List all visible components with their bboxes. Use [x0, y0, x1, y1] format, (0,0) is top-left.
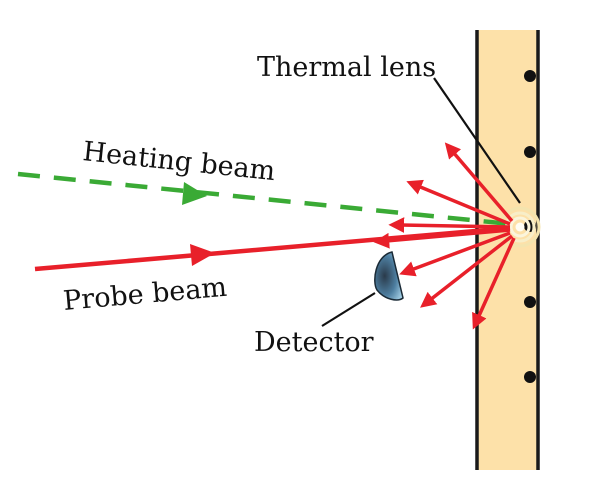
scattered-ray [444, 142, 514, 223]
absorber-dot [524, 371, 536, 383]
scattered-ray [373, 228, 511, 249]
scattered-ray [420, 234, 514, 308]
lens-ring [509, 216, 531, 238]
scattered-rays [373, 142, 516, 330]
probe-beam-arrowhead [190, 244, 215, 266]
scattered-ray [388, 217, 511, 233]
scattered-ray [406, 179, 511, 226]
absorber-dot [524, 296, 536, 308]
absorber-dot [524, 70, 536, 82]
heating-beam [17, 171, 511, 227]
lens-ring [515, 222, 525, 232]
thermal-lens-leader [433, 77, 521, 204]
thermal-lens-label: Thermal lens [257, 52, 436, 83]
scattered-ray [399, 231, 511, 277]
absorber-dot [524, 146, 536, 158]
probe-beam [34, 225, 511, 272]
heating-beam-arrowhead [182, 182, 207, 205]
scattered-ray [472, 237, 516, 330]
detector-dome-icon [374, 251, 404, 301]
probe-beam-label: Probe beam [62, 272, 228, 317]
detector-label: Detector [254, 327, 374, 358]
heating-beam-label: Heating beam [81, 136, 277, 187]
detector-leader [321, 292, 376, 327]
